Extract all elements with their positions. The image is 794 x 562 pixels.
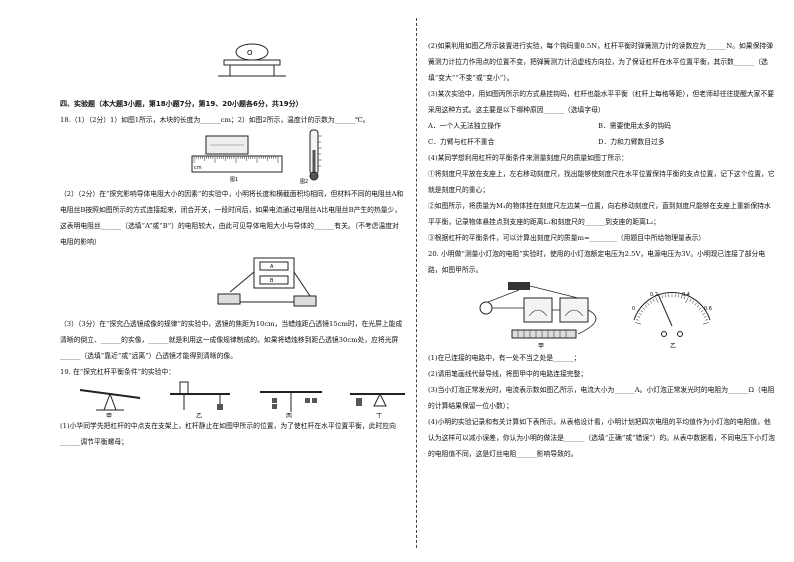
q20-part4: (4)小明的实验记录和有关计算如下表所示，从表格设计看，小明计划把四次电阻的平均…	[428, 418, 775, 458]
dial-tick-mark	[692, 300, 695, 304]
fig-jia-label: 甲	[538, 343, 544, 350]
q19-step3: ③根据杠杆的平衡条件，可以计算出刻度尺的质量m=________（用题目中所给物…	[428, 234, 706, 242]
dial-tick-3: 0.6	[704, 306, 712, 312]
svg-text:B: B	[270, 278, 274, 284]
dial-tick-mark	[638, 313, 642, 315]
dial-tick-mark	[661, 295, 664, 299]
q19-title: 19. 在“探究杠杆平衡条件”的实验中：	[60, 368, 176, 376]
q19-step1: ①将刻度尺平放在支座上，左右移动刻度尺，找出能够使刻度尺在水平位置保持平衡的支点…	[428, 170, 775, 194]
dial-tick-mark	[683, 296, 686, 300]
q19-part4: (4)某同学想利用杠杆的平衡条件来测量刻度尺的质量如图丁所示：	[428, 154, 628, 162]
q20-part2: (2)请用笔画线代替导线，将图甲中的电路连接完整；	[428, 370, 588, 378]
dial-tick-mark	[696, 305, 700, 308]
fig-label-yi: 乙	[196, 413, 202, 418]
resistance-wire-circuit-figure: A B	[217, 257, 317, 307]
ruler-figure: cm 图1	[191, 135, 283, 182]
fig-yi-label: 乙	[670, 343, 676, 350]
left-column: 四、实验题（本大题3小题，第18小题7分，第19、20小题各6分，共19分） 1…	[60, 96, 405, 450]
q20-part1: (1)在已连接的电路中，有一处不当之处是______；	[428, 354, 581, 362]
fig-label-jia: 甲	[106, 413, 112, 418]
option-b: B．需要使用太多的钩码	[598, 122, 671, 130]
q20-intro: 20. 小明做“测量小灯泡的电阻”实验时，使用的小灯泡额定电压为2.5V，电源电…	[428, 250, 766, 274]
fig2-label: 图2	[300, 179, 308, 184]
q19-options-row1: A．一个人无法独立操作 B．需要使用太多的钩码	[428, 118, 776, 134]
q18-part2: （2）（2分）在“探究影响导体电阻大小的因素”的实验中，小明将长度和横截面积均相…	[60, 190, 404, 246]
dial-tick-mark	[635, 322, 642, 325]
dial-tick-mark	[652, 299, 655, 302]
dial-tick-mark	[704, 319, 708, 321]
q18-part1: 18.（1）（2分）1）如图1所示，木块的长度为______cm；2）如图2所示…	[60, 116, 370, 124]
dial-tick-mark	[644, 305, 648, 308]
dial-tick-mark	[689, 299, 692, 302]
lever-figures: 甲 乙 丙 丁	[79, 381, 405, 418]
right-column: (2)如果利用如图乙所示装置进行实验，每个钩码重0.5N，杠杆平衡时弹簧测力计的…	[428, 38, 776, 462]
ruler-unit: cm	[194, 165, 202, 171]
dial-tick-mark	[694, 302, 697, 306]
section-title: 四、实验题（本大题3小题，第18小题7分，第19、20小题各6分，共19分）	[60, 100, 303, 108]
q18-figures: cm 图1 图2	[60, 128, 405, 186]
dial-tick-mark	[647, 302, 650, 306]
dial-tick-mark	[649, 300, 652, 304]
dial-tick-mark	[655, 297, 659, 304]
fig-label-ding: 丁	[376, 413, 382, 418]
dial-tick-mark	[703, 316, 707, 318]
option-d: D．力和力臂数目过多	[598, 138, 665, 146]
option-a: A．一个人无法独立操作	[428, 122, 501, 130]
dial-tick-mark	[700, 310, 704, 313]
thermometer-figure: 图2	[300, 129, 322, 184]
q20-circuit-figures: 甲 0 0.2 0.4 0.6 乙	[479, 282, 712, 350]
dial-tick-mark	[636, 319, 640, 321]
dial-tick-mark	[680, 295, 683, 299]
svg-text:O: O	[247, 49, 253, 57]
dial-tick-mark	[640, 310, 644, 313]
dial-tick-mark	[637, 316, 641, 318]
q19-options-row2: C．力臂与杠杆不重合 D．力和力臂数目过多	[428, 134, 776, 150]
dial-tick-0: 0	[632, 306, 635, 312]
dial-tick-mark	[642, 307, 646, 310]
fig1-label: 图1	[230, 177, 238, 182]
dial-tick-mark	[698, 307, 702, 310]
fig-label-bing: 丙	[286, 413, 292, 418]
dial-tick-mark	[685, 297, 689, 304]
dial-tick-2: 0.4	[682, 292, 690, 298]
q19-part1: (1)小华同学先把杠杆的中点支在支架上，杠杆静止在如图甲所示的位置，为了使杠杆在…	[60, 422, 396, 446]
q19-part3: (3)某次实验中，用如图丙所示的方式悬挂钩码，杠杆也能水平平衡（杠杆上每格等距）…	[428, 90, 775, 114]
q19-part2: (2)如果利用如图乙所示装置进行实验，每个钩码重0.5N，杠杆平衡时弹簧测力计的…	[428, 42, 773, 82]
q19-step2: ②如图所示，将质量为M₁的物体挂在刻度尺左边某一位置，向右移动刻度尺，直到刻度尺…	[428, 202, 771, 226]
dial-tick-mark	[677, 294, 679, 298]
object-on-table-figure: O	[218, 43, 286, 77]
column-divider	[416, 18, 417, 548]
dial-tick-mark	[702, 313, 706, 315]
q18-part3: （3）（3分）在“探究凸透镜成像的规律”的实验中，透镜的焦距为10cm，当蜡烛距…	[60, 320, 403, 360]
option-c: C．力臂与杠杆不重合	[428, 138, 495, 146]
q20-part3: (3)当小灯泡正常发光时，电流表示数如图乙所示，电流大小为______A。小灯泡…	[428, 386, 775, 410]
dial-tick-mark	[665, 294, 667, 298]
dial-tick-1: 0.2	[650, 292, 658, 298]
svg-text:A: A	[270, 264, 274, 270]
dial-tick-mark	[702, 322, 709, 325]
